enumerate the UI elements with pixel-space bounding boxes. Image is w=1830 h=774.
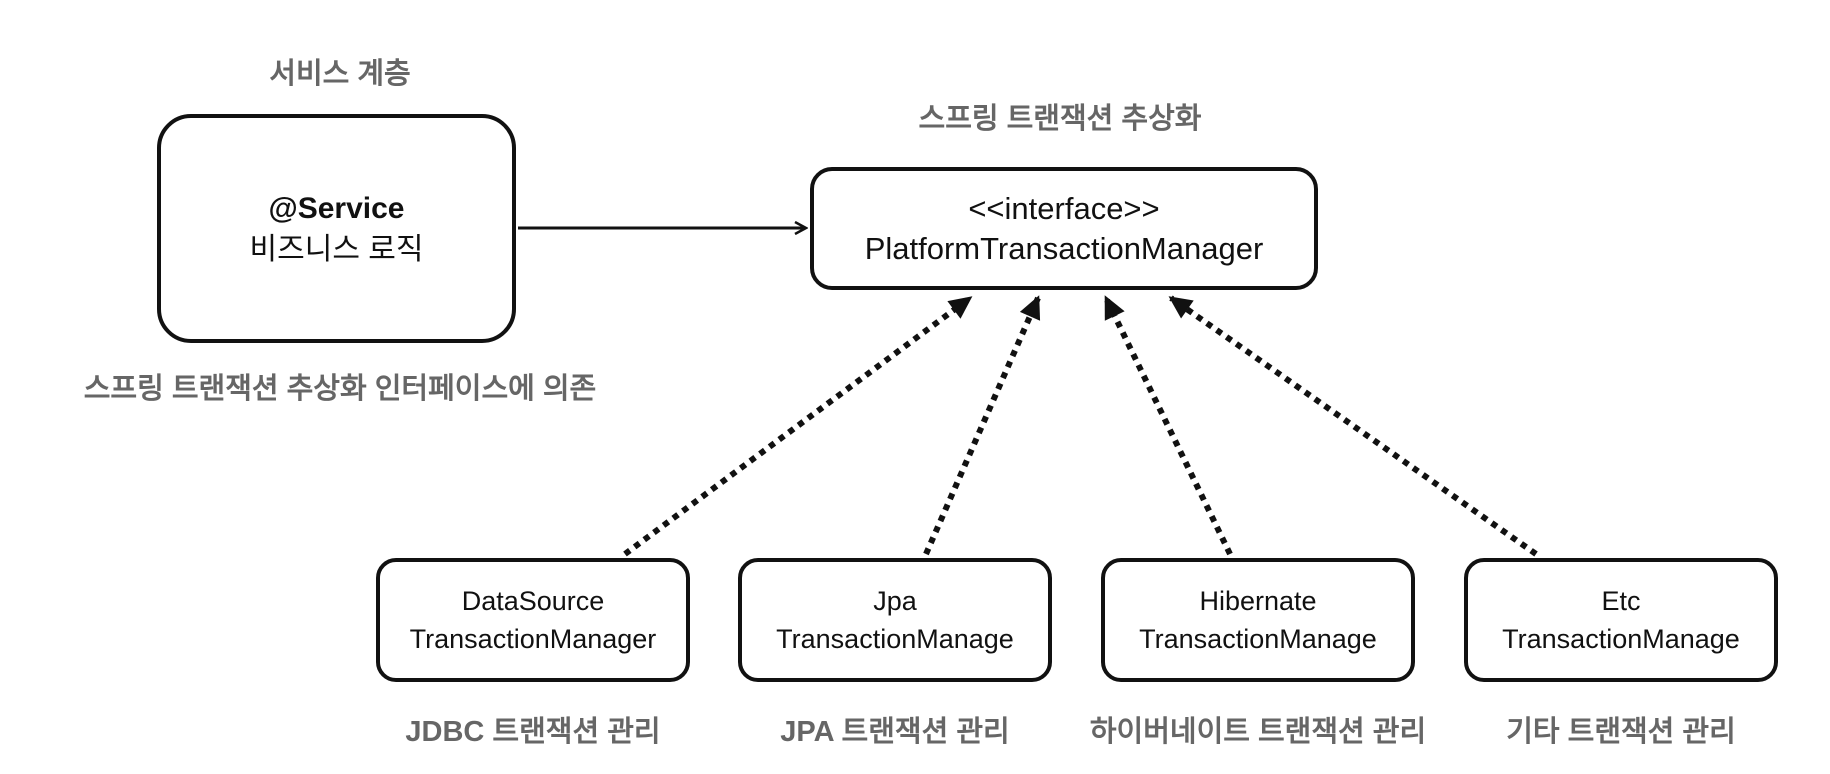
impl-name-label: Hibernate	[1199, 586, 1317, 616]
jpa-transaction-manager-box: Jpa TransactionManage	[738, 558, 1052, 682]
impl-name-label: Jpa	[873, 586, 917, 616]
impl-type-label: TransactionManager	[409, 624, 657, 654]
datasource-transaction-manager-box: DataSource TransactionManager	[376, 558, 690, 682]
platform-transaction-manager-box: <<interface>> PlatformTransactionManager	[810, 167, 1318, 290]
interface-stereotype-label: <<interface>>	[968, 190, 1160, 226]
impl-name-label: Etc	[1601, 586, 1641, 616]
service-annotation-label: @Service	[268, 191, 405, 225]
jdbc-caption: JDBC 트랜잭션 관리	[405, 716, 661, 748]
realization-arrow-datasource	[623, 295, 973, 557]
interface-name-label: PlatformTransactionManager	[864, 230, 1264, 266]
spring-abstraction-caption: 스프링 트랜잭션 추상화	[918, 103, 1202, 135]
impl-type-label: TransactionManage	[776, 624, 1014, 654]
business-logic-label: 비즈니스 로직	[249, 232, 424, 266]
impl-type-label: TransactionManage	[1139, 624, 1377, 654]
impl-type-label: TransactionManage	[1502, 624, 1740, 654]
service-layer-caption: 서비스 계층	[269, 58, 411, 90]
realization-arrow-etc	[1168, 295, 1538, 557]
realization-arrow-jpa	[923, 295, 1041, 556]
service-box: @Service 비즈니스 로직	[157, 114, 516, 343]
etc-transaction-manager-box: Etc TransactionManage	[1464, 558, 1778, 682]
hibernate-caption: 하이버네이트 트랜잭션 관리	[1089, 716, 1427, 748]
realization-arrow-hibernate	[1103, 295, 1233, 556]
jpa-caption: JPA 트랜잭션 관리	[780, 716, 1010, 748]
impl-name-label: DataSource	[461, 586, 605, 616]
etc-caption: 기타 트랜잭션 관리	[1506, 716, 1736, 748]
hibernate-transaction-manager-box: Hibernate TransactionManage	[1101, 558, 1415, 682]
dependency-note-caption: 스프링 트랜잭션 추상화 인터페이스에 의존	[83, 373, 597, 405]
